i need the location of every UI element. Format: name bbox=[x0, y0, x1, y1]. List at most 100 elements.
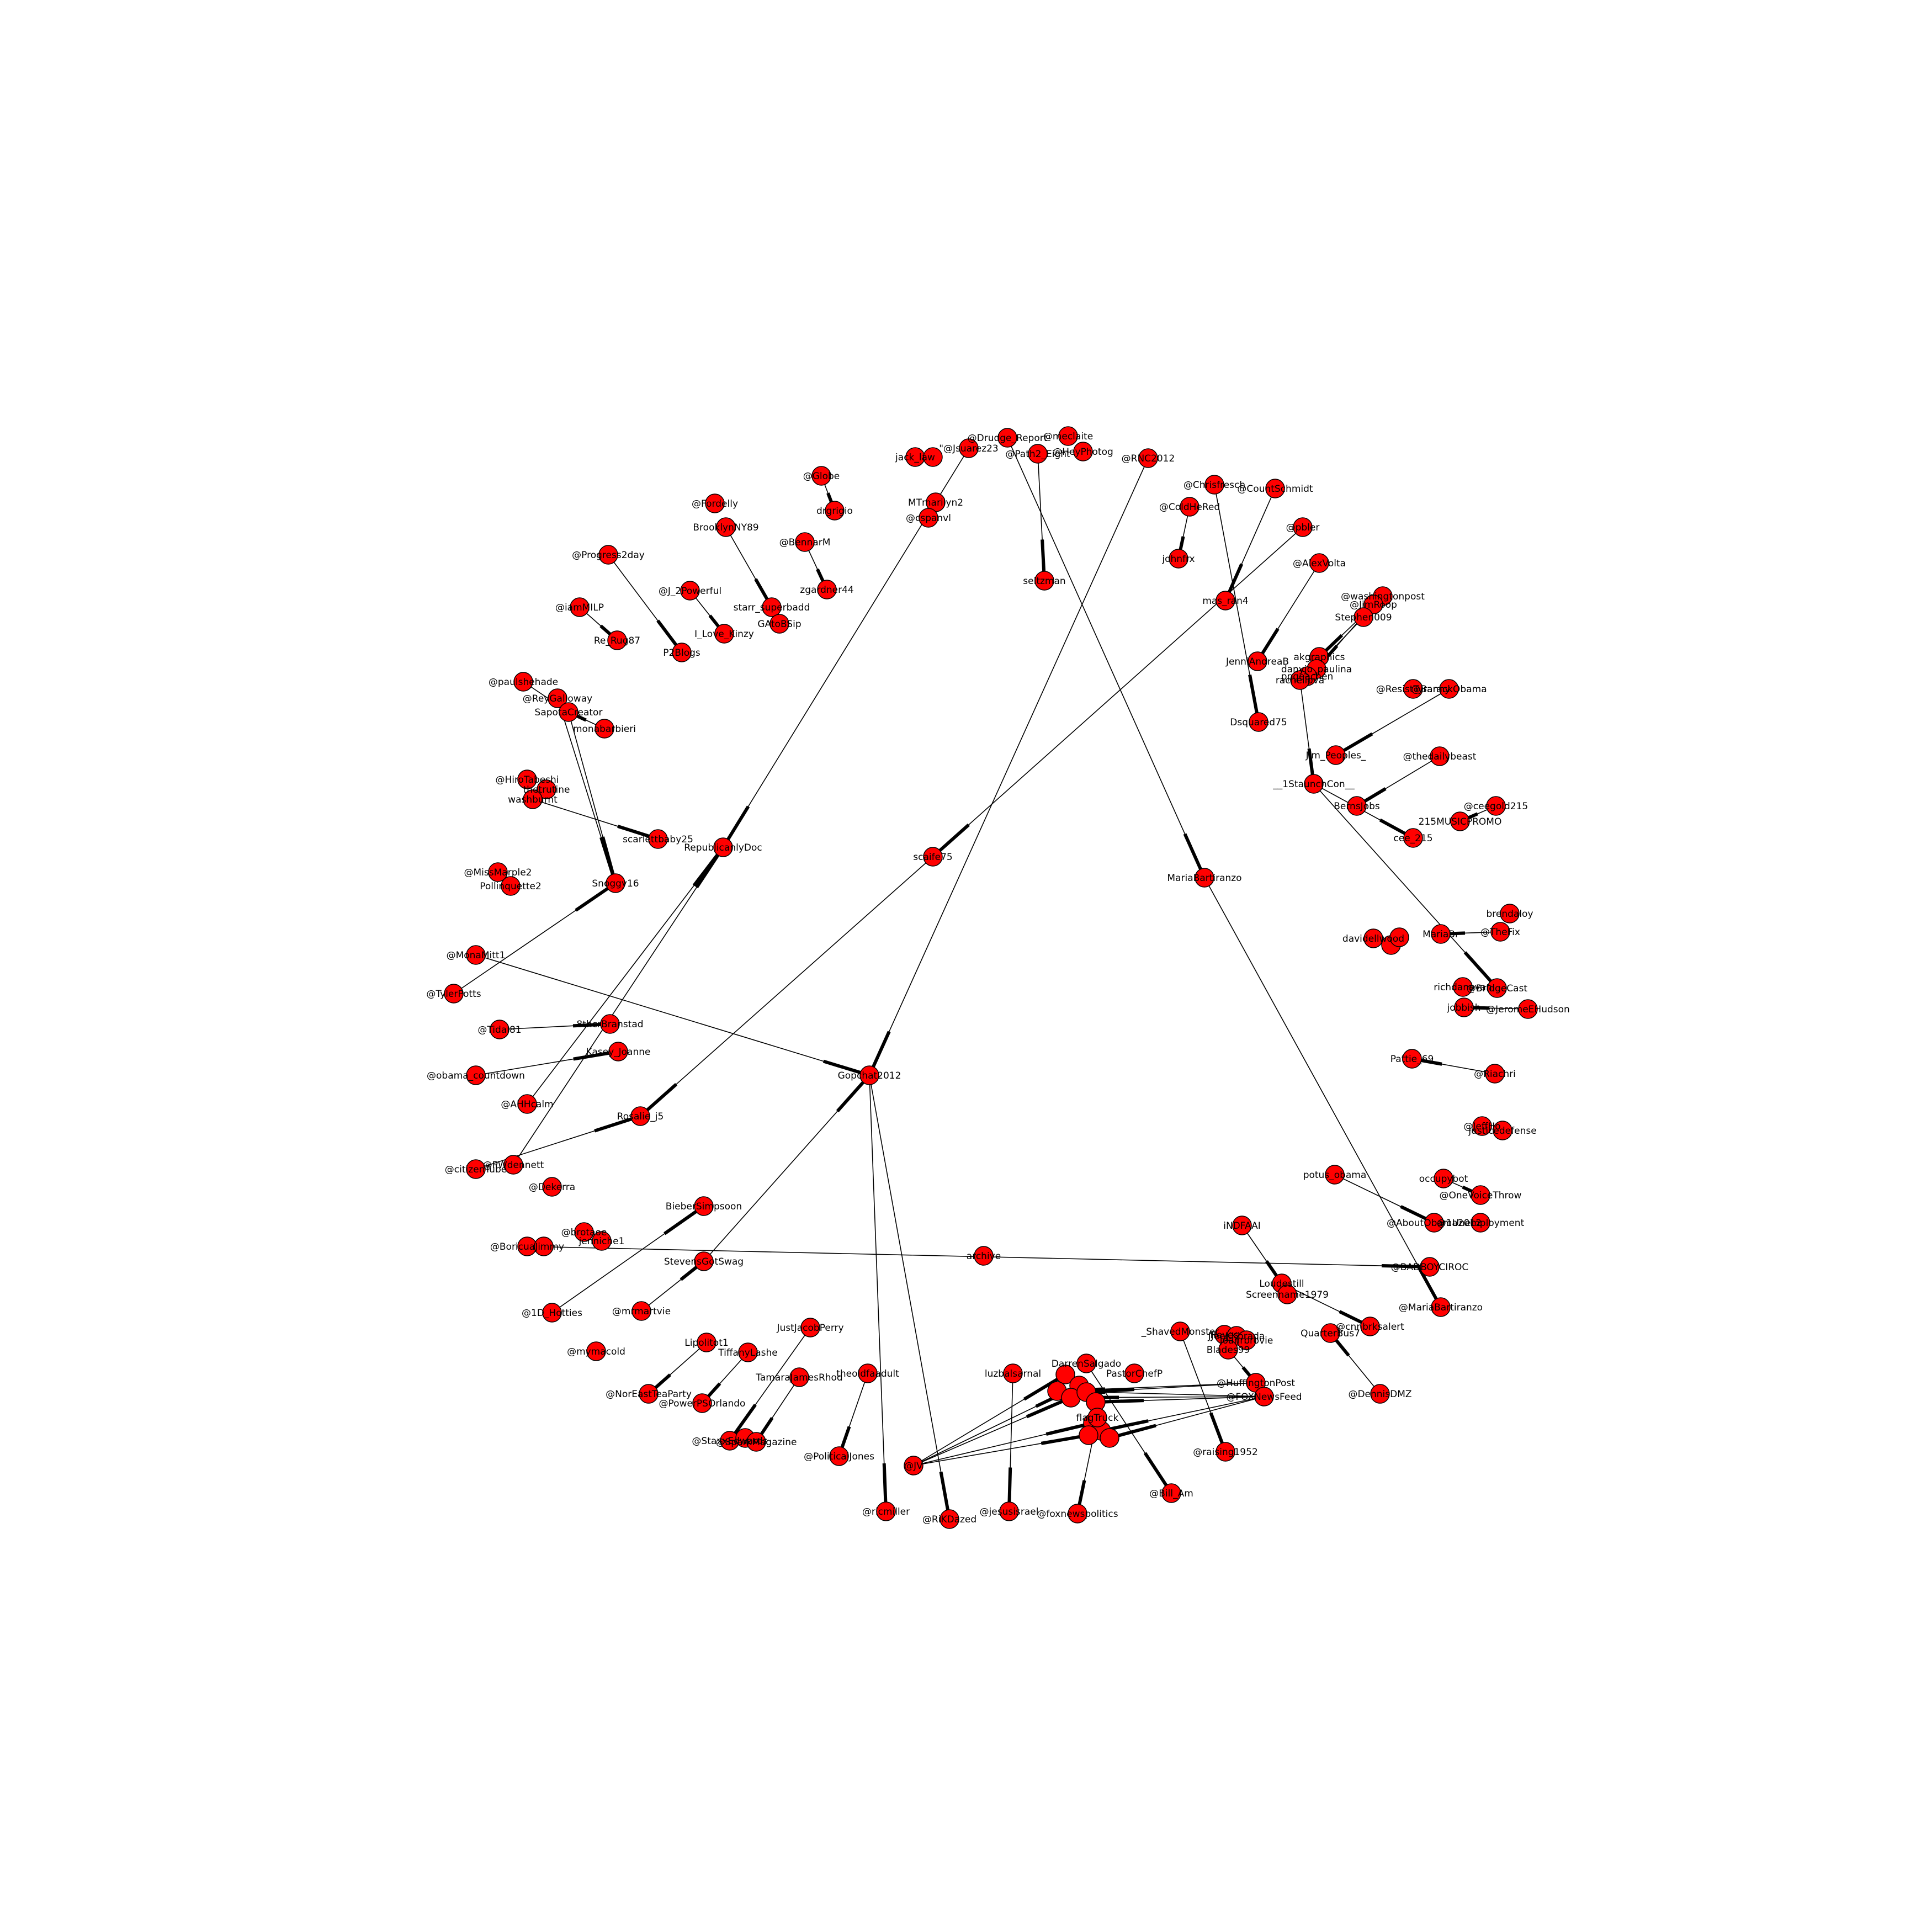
node-re-rug87[interactable] bbox=[607, 630, 627, 650]
node-hirotabeshi[interactable] bbox=[517, 769, 537, 789]
node-mas-ran4[interactable] bbox=[1216, 591, 1235, 611]
node-monabarbieri[interactable] bbox=[595, 719, 614, 739]
node-indfaai[interactable] bbox=[1232, 1216, 1252, 1235]
node-badboyciroc[interactable] bbox=[1420, 1257, 1440, 1277]
node-luzbalsarnal[interactable] bbox=[1003, 1363, 1023, 1383]
node-brotaoe[interactable] bbox=[574, 1222, 594, 1242]
node-ricmiller[interactable] bbox=[876, 1501, 896, 1521]
node-washburnt[interactable] bbox=[523, 789, 543, 809]
node-politicaljones[interactable] bbox=[829, 1446, 849, 1466]
node-mariabr[interactable] bbox=[1431, 924, 1451, 944]
node-lipolitot1[interactable] bbox=[697, 1333, 716, 1352]
node-davidellwood[interactable] bbox=[1363, 928, 1383, 948]
node-potus-obama[interactable] bbox=[1325, 1165, 1345, 1185]
node-dekerra[interactable] bbox=[542, 1177, 562, 1197]
node-tidal81[interactable] bbox=[490, 1020, 509, 1039]
node-1d-hotties[interactable] bbox=[542, 1303, 562, 1323]
node-sparkmagazine[interactable] bbox=[746, 1432, 766, 1452]
node-drgrigio[interactable] bbox=[825, 501, 845, 521]
node-pwdennett[interactable] bbox=[503, 1155, 523, 1175]
node-stevensgotswag[interactable] bbox=[694, 1251, 714, 1271]
node-thefix[interactable] bbox=[1490, 922, 1510, 942]
node-seltzman[interactable] bbox=[1034, 571, 1054, 591]
node-chrisfresch[interactable] bbox=[1204, 475, 1224, 495]
node-joanrbrovie[interactable] bbox=[1236, 1330, 1256, 1350]
node-onevoicethrow[interactable] bbox=[1471, 1185, 1490, 1205]
node-screenname1979[interactable] bbox=[1277, 1285, 1297, 1304]
node-dsquared75[interactable] bbox=[1249, 712, 1268, 732]
node-scaife75[interactable] bbox=[923, 847, 943, 867]
node-cee215[interactable] bbox=[1403, 828, 1423, 848]
node-missmarple2[interactable] bbox=[488, 862, 508, 882]
node-i-love-kinzy[interactable] bbox=[714, 624, 734, 644]
node-archive[interactable] bbox=[974, 1246, 994, 1266]
node-countschmidt[interactable] bbox=[1265, 479, 1285, 498]
node-occupybot[interactable] bbox=[1434, 1169, 1453, 1188]
node-1staunchcon[interactable] bbox=[1304, 774, 1324, 794]
node-raising1952[interactable] bbox=[1216, 1442, 1235, 1462]
node-snoggy16[interactable] bbox=[606, 873, 625, 893]
node-scarlettbaby25[interactable] bbox=[648, 829, 668, 849]
node-meclaite[interactable] bbox=[1058, 426, 1078, 446]
node-j-2powerful[interactable] bbox=[680, 581, 700, 601]
node-ahhcalm[interactable] bbox=[517, 1094, 537, 1114]
node-pastorchefp[interactable] bbox=[1124, 1363, 1144, 1383]
node-jeromeehudson[interactable] bbox=[1518, 999, 1538, 1019]
node-pbler[interactable] bbox=[1293, 517, 1313, 537]
node-johnfrx[interactable] bbox=[1169, 549, 1188, 569]
node-reygalloway[interactable] bbox=[548, 688, 567, 708]
node-215musicpromo[interactable] bbox=[1450, 811, 1470, 831]
node-tamarajamesrhod[interactable] bbox=[789, 1367, 809, 1387]
node-stephen009[interactable] bbox=[1354, 607, 1373, 627]
node-shavedmonster[interactable] bbox=[1170, 1321, 1190, 1341]
node-foxnewspolitics[interactable] bbox=[1068, 1504, 1087, 1524]
node-rachellova[interactable] bbox=[1290, 670, 1310, 690]
node-jv[interactable] bbox=[904, 1456, 923, 1475]
node-biebersimpsoon[interactable] bbox=[694, 1196, 714, 1216]
node-heyphotog[interactable] bbox=[1073, 442, 1093, 461]
node-jeffho[interactable] bbox=[1472, 1116, 1492, 1136]
node-bridgecast[interactable] bbox=[1487, 978, 1507, 998]
node-jsuarez23[interactable] bbox=[959, 438, 979, 458]
node-barackobama[interactable] bbox=[1439, 679, 1459, 699]
node-resisttyranny[interactable] bbox=[1403, 679, 1423, 699]
node-tiffanylashe[interactable] bbox=[738, 1342, 758, 1362]
node-tylerpotts[interactable] bbox=[444, 984, 464, 1004]
node-progress2day[interactable] bbox=[598, 545, 618, 565]
node-blades99[interactable] bbox=[1218, 1340, 1238, 1360]
node-justjacobperry[interactable] bbox=[800, 1318, 820, 1337]
node-mariabartiranzo[interactable] bbox=[1195, 868, 1214, 888]
node-flagtruck[interactable] bbox=[1087, 1408, 1107, 1427]
node-cl10[interactable] bbox=[1100, 1428, 1119, 1448]
node-obama-countdown[interactable] bbox=[466, 1065, 486, 1085]
node-cl9[interactable] bbox=[1079, 1425, 1098, 1445]
node-drudge-report[interactable] bbox=[997, 428, 1017, 448]
node-rnc2012[interactable] bbox=[1138, 448, 1158, 468]
node-bill-am[interactable] bbox=[1161, 1483, 1181, 1503]
node-paulshehade[interactable] bbox=[513, 672, 533, 692]
node-8thcrbranstad[interactable] bbox=[600, 1014, 620, 1034]
node-cnnbrksalert[interactable] bbox=[1360, 1317, 1380, 1336]
node-noreastteaparty[interactable] bbox=[639, 1384, 659, 1404]
node-darrensalgado[interactable] bbox=[1076, 1354, 1096, 1373]
node-jesusisrael[interactable] bbox=[999, 1501, 1019, 1521]
node-brooklynny89[interactable] bbox=[716, 517, 736, 537]
node-mrmartvie[interactable] bbox=[631, 1301, 651, 1321]
node-iammilp[interactable] bbox=[570, 597, 590, 617]
node-citizentube[interactable] bbox=[466, 1159, 486, 1179]
node-sapotacreator[interactable] bbox=[559, 702, 578, 722]
node-powerpsorlando[interactable] bbox=[692, 1393, 712, 1413]
node-zgardner44[interactable] bbox=[817, 580, 837, 599]
node-riachri[interactable] bbox=[1485, 1064, 1505, 1084]
node-mymacold[interactable] bbox=[586, 1341, 606, 1361]
node-hash-b[interactable] bbox=[1389, 927, 1409, 947]
node-cspanvl[interactable] bbox=[919, 508, 938, 528]
node-monamitt1[interactable] bbox=[466, 945, 486, 965]
node-jobbish[interactable] bbox=[1454, 997, 1474, 1017]
node-starr-superbadd[interactable] bbox=[762, 597, 782, 617]
node-pathbr[interactable] bbox=[1028, 444, 1048, 464]
node-mariabartiranzo[interactable] bbox=[1431, 1297, 1451, 1317]
node-republicanlydoc[interactable] bbox=[713, 837, 733, 857]
node-thedailybeast[interactable] bbox=[1430, 746, 1450, 766]
node-globe[interactable] bbox=[811, 466, 831, 486]
